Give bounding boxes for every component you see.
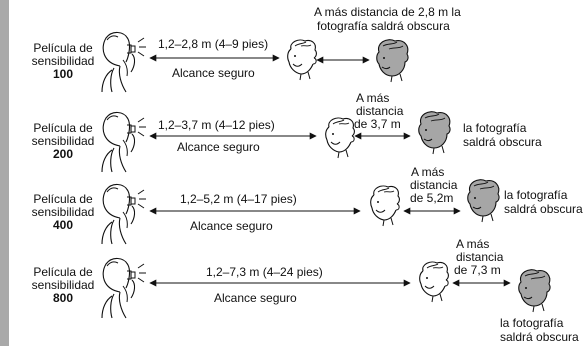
near-subject-face xyxy=(370,185,400,227)
dark-note-line1: la fotografía xyxy=(504,188,568,202)
range-label: 1,2–7,3 m (4–24 pies) xyxy=(206,265,323,279)
dark-note-line2: saldrá obscura xyxy=(500,330,579,344)
range-label: 1,2–2,8 m (4–9 pies) xyxy=(158,37,269,51)
page-edge-bar xyxy=(0,0,9,346)
distance-line3: de 7,3 m xyxy=(454,263,501,277)
distance-line1: A más xyxy=(411,165,445,179)
far-subject-face xyxy=(518,269,551,313)
safe-range-label: Alcance seguro xyxy=(214,291,297,305)
dark-note-line2: saldrá obscura xyxy=(504,202,583,216)
far-note-line2: fotografía saldrá obscura xyxy=(317,19,450,33)
distance-line1: A más xyxy=(456,237,490,251)
far-subject-face xyxy=(376,39,409,83)
distance-line2: distancia xyxy=(356,104,404,118)
near-subject-face xyxy=(325,117,355,159)
photographer-illustration xyxy=(101,183,147,245)
far-subject-face xyxy=(418,111,451,155)
safe-range-label: Alcance seguro xyxy=(177,140,260,154)
dark-note-line2: saldrá obscura xyxy=(463,135,542,149)
distance-line2: distancia xyxy=(456,250,504,264)
dark-note-line1: la fotografía xyxy=(500,316,564,330)
far-subject-face xyxy=(467,179,500,223)
safe-range-label: Alcance seguro xyxy=(172,66,255,80)
iso-value: 200 xyxy=(52,147,74,161)
near-subject-face xyxy=(287,39,317,81)
distance-line3: de 5,2m xyxy=(410,191,454,205)
range-label: 1,2–3,7 m (4–12 pies) xyxy=(158,118,275,132)
distance-line1: A más xyxy=(356,91,390,105)
dark-note-line1: la fotografía xyxy=(463,121,527,135)
photographer-illustration xyxy=(101,31,147,93)
far-note-line1: A más distancia de 2,8 m la xyxy=(314,5,461,19)
iso-value: 400 xyxy=(52,218,74,232)
distance-line3: de 3,7 m xyxy=(354,117,401,131)
safe-range-label: Alcance seguro xyxy=(190,219,273,233)
photographer-illustration xyxy=(101,257,147,319)
near-subject-face xyxy=(419,261,449,303)
distance-line2: distancia xyxy=(410,178,458,192)
photographer-illustration xyxy=(101,111,147,173)
iso-value: 800 xyxy=(52,291,74,305)
iso-value: 100 xyxy=(52,67,74,81)
range-label: 1,2–5,2 m (4–17 pies) xyxy=(180,192,297,206)
